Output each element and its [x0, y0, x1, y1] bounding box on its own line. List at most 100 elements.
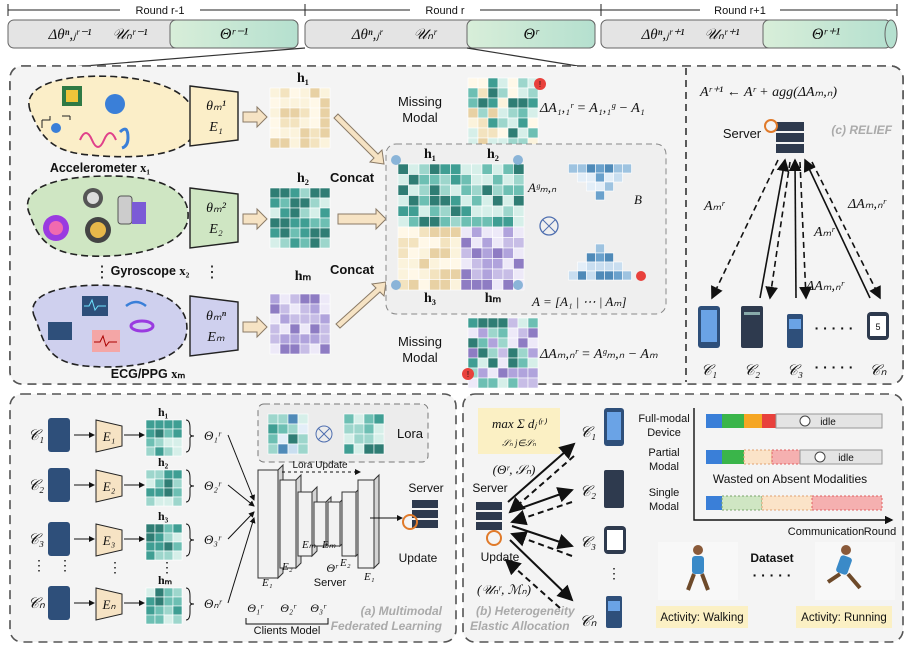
- client-device-icon: [48, 418, 70, 452]
- unet-right-label: E₁: [363, 571, 375, 583]
- encoder-label: Eₙ: [101, 597, 116, 612]
- timing-bar-partial: [706, 449, 883, 465]
- server-pair: (Θʳ, 𝒮ₙ): [493, 462, 536, 477]
- warning-icon: [462, 368, 474, 380]
- sensor-label-ecg: ECG/PPG xₘ: [111, 367, 186, 381]
- panel-a-server-icon: [402, 500, 438, 530]
- label-hm-big: hₘ: [485, 291, 502, 306]
- panel-b-title-2: Elastic Allocation: [470, 619, 570, 633]
- vertical-dots: ⋮: [94, 264, 110, 281]
- label-h1: h₁: [297, 71, 309, 86]
- running-icon: [105, 94, 125, 114]
- activity-running-label: Activity: Running: [801, 612, 887, 624]
- relief-dots: · · · · ·: [815, 320, 854, 336]
- panel-b-server-label: Server: [472, 481, 507, 495]
- relief-dots-bottom: · · · · ·: [815, 359, 854, 375]
- running-image: [815, 542, 895, 600]
- concat-label-2: Concat: [330, 262, 375, 277]
- panel-a-theta-label: Θ₁ʳ: [204, 428, 222, 443]
- unet-server-label: Server: [314, 577, 347, 589]
- relief-server-label: Server: [723, 126, 762, 141]
- lora-label: Lora: [397, 426, 424, 441]
- running-person-icon: [826, 545, 862, 590]
- dataset-label: Dataset: [750, 551, 793, 565]
- label-hm: hₘ: [295, 269, 312, 284]
- svg-text:5: 5: [875, 322, 880, 332]
- svg-text:!: !: [539, 80, 541, 89]
- warning-icon: [534, 78, 546, 90]
- activity-walking-badge: [656, 606, 748, 628]
- activity-walking-label: Activity: Walking: [660, 612, 743, 624]
- vertical-dots: ⋮: [58, 557, 72, 573]
- panel-a-h-label: hₘ: [158, 573, 172, 587]
- timeline-delta-current: Δθⁿ,ⱼʳ: [351, 27, 384, 43]
- unet-server-theta: Θʳ: [326, 561, 339, 575]
- relief-client-label-2: 𝒞₂: [744, 363, 760, 379]
- sensor-ecg: [32, 284, 188, 368]
- panel-b-device-icons: [604, 408, 626, 628]
- panel-a-client-label: 𝒞ₙ: [28, 596, 46, 612]
- panel-a-hidden-matrix: [145, 419, 183, 457]
- timing-row-label-2a: Partial: [648, 447, 679, 459]
- svg-text:E₁: E₁: [208, 120, 222, 135]
- svg-text:θₘ¹: θₘ¹: [206, 99, 226, 114]
- snowflake-icon: [391, 155, 401, 165]
- monitor-icon: [82, 296, 108, 316]
- panel-a-title-1: (a) Multimodal: [361, 604, 443, 618]
- panel-b-client-1: 𝒞₁: [580, 425, 596, 441]
- lora-a-matrix: [568, 243, 632, 281]
- hidden-matrix-h1: [269, 87, 331, 149]
- panel-a-h-label: h₂: [158, 455, 169, 469]
- svg-text:!: !: [467, 370, 469, 379]
- panel-a-client-label: 𝒞₁: [28, 428, 44, 444]
- activity-running-badge: [796, 606, 892, 628]
- panel-a-client-label: 𝒞₂: [28, 478, 44, 494]
- timeline-u-prev: 𝒰ₙʳ⁻¹: [112, 27, 148, 43]
- missing-matrix-top: [467, 77, 539, 149]
- panel-b-update-label: Update: [481, 550, 520, 564]
- unet-theta-3: Θ₃ʳ: [310, 601, 327, 615]
- eq-delta-top: ΔA₁,₁ʳ = A₁,₁ᵍ − A₁: [539, 101, 645, 116]
- round-label-current: Round r: [425, 5, 464, 17]
- round-label-next: Round r+1: [714, 5, 766, 17]
- unet-right-label: E₂: [339, 557, 351, 569]
- encoder-label: E₂: [102, 479, 116, 494]
- timeline-theta-prev: Θʳ⁻¹: [220, 26, 249, 43]
- eq-delta-bottom: ΔAₘ,ₙʳ = Aᵍₘ,ₙ − Aₘ: [539, 347, 658, 362]
- relief-title: (c) RELIEF: [831, 123, 892, 137]
- person-scan-icon: [51, 123, 61, 133]
- fire-icon: [636, 271, 646, 281]
- svg-text:θₘⁿ: θₘⁿ: [206, 309, 227, 324]
- timeline-delta-next: Δθⁿ,ⱼʳ⁺¹: [640, 27, 685, 43]
- lora-update-label: Lora Update: [292, 460, 347, 471]
- timing-axes: [693, 408, 894, 525]
- client-device-icon: [48, 468, 70, 502]
- round-label-prev: Round r-1: [136, 5, 185, 17]
- concat-matrix: [397, 163, 525, 291]
- concat-label-1: Concat: [330, 170, 375, 185]
- panel-b-client-2: 𝒞₂: [580, 484, 596, 500]
- hidden-matrix-hm: [269, 293, 331, 355]
- timeline-theta-next: Θʳ⁺¹: [812, 26, 841, 43]
- outer-product-icon: [539, 216, 559, 236]
- idle-label-1: idle: [820, 417, 836, 428]
- unet-block: [279, 479, 297, 569]
- flow-arrows: [242, 105, 387, 339]
- x-axis-label-round: Round: [864, 526, 896, 538]
- encoder-m: θₘⁿ Eₘ: [189, 295, 239, 357]
- relief-client-label-3: 𝒞₃: [787, 363, 803, 379]
- eq-a: A = [A₁ | ⋯ | Aₘ]: [531, 294, 627, 309]
- sensor-gyroscope: [26, 175, 189, 257]
- snowflake-icon: [513, 280, 523, 290]
- timing-row-label-2b: Modal: [649, 461, 679, 473]
- ear-icon: [118, 127, 130, 150]
- timeline-delta-prev: Δθⁿ,ⱼʳ⁻¹: [47, 27, 92, 43]
- objective-sub: 𝒮ₙ j∈𝒮ₙ: [502, 438, 536, 448]
- unet-left-label: E₁: [261, 577, 273, 589]
- panel-b-client-3: 𝒞₃: [580, 535, 596, 551]
- ecg-strip-icon: [92, 330, 120, 352]
- relief-client-label-1: 𝒞₁: [701, 363, 717, 379]
- timing-bar-full: [706, 413, 883, 429]
- relief-client-label-n: 𝒞ₙ: [870, 363, 888, 379]
